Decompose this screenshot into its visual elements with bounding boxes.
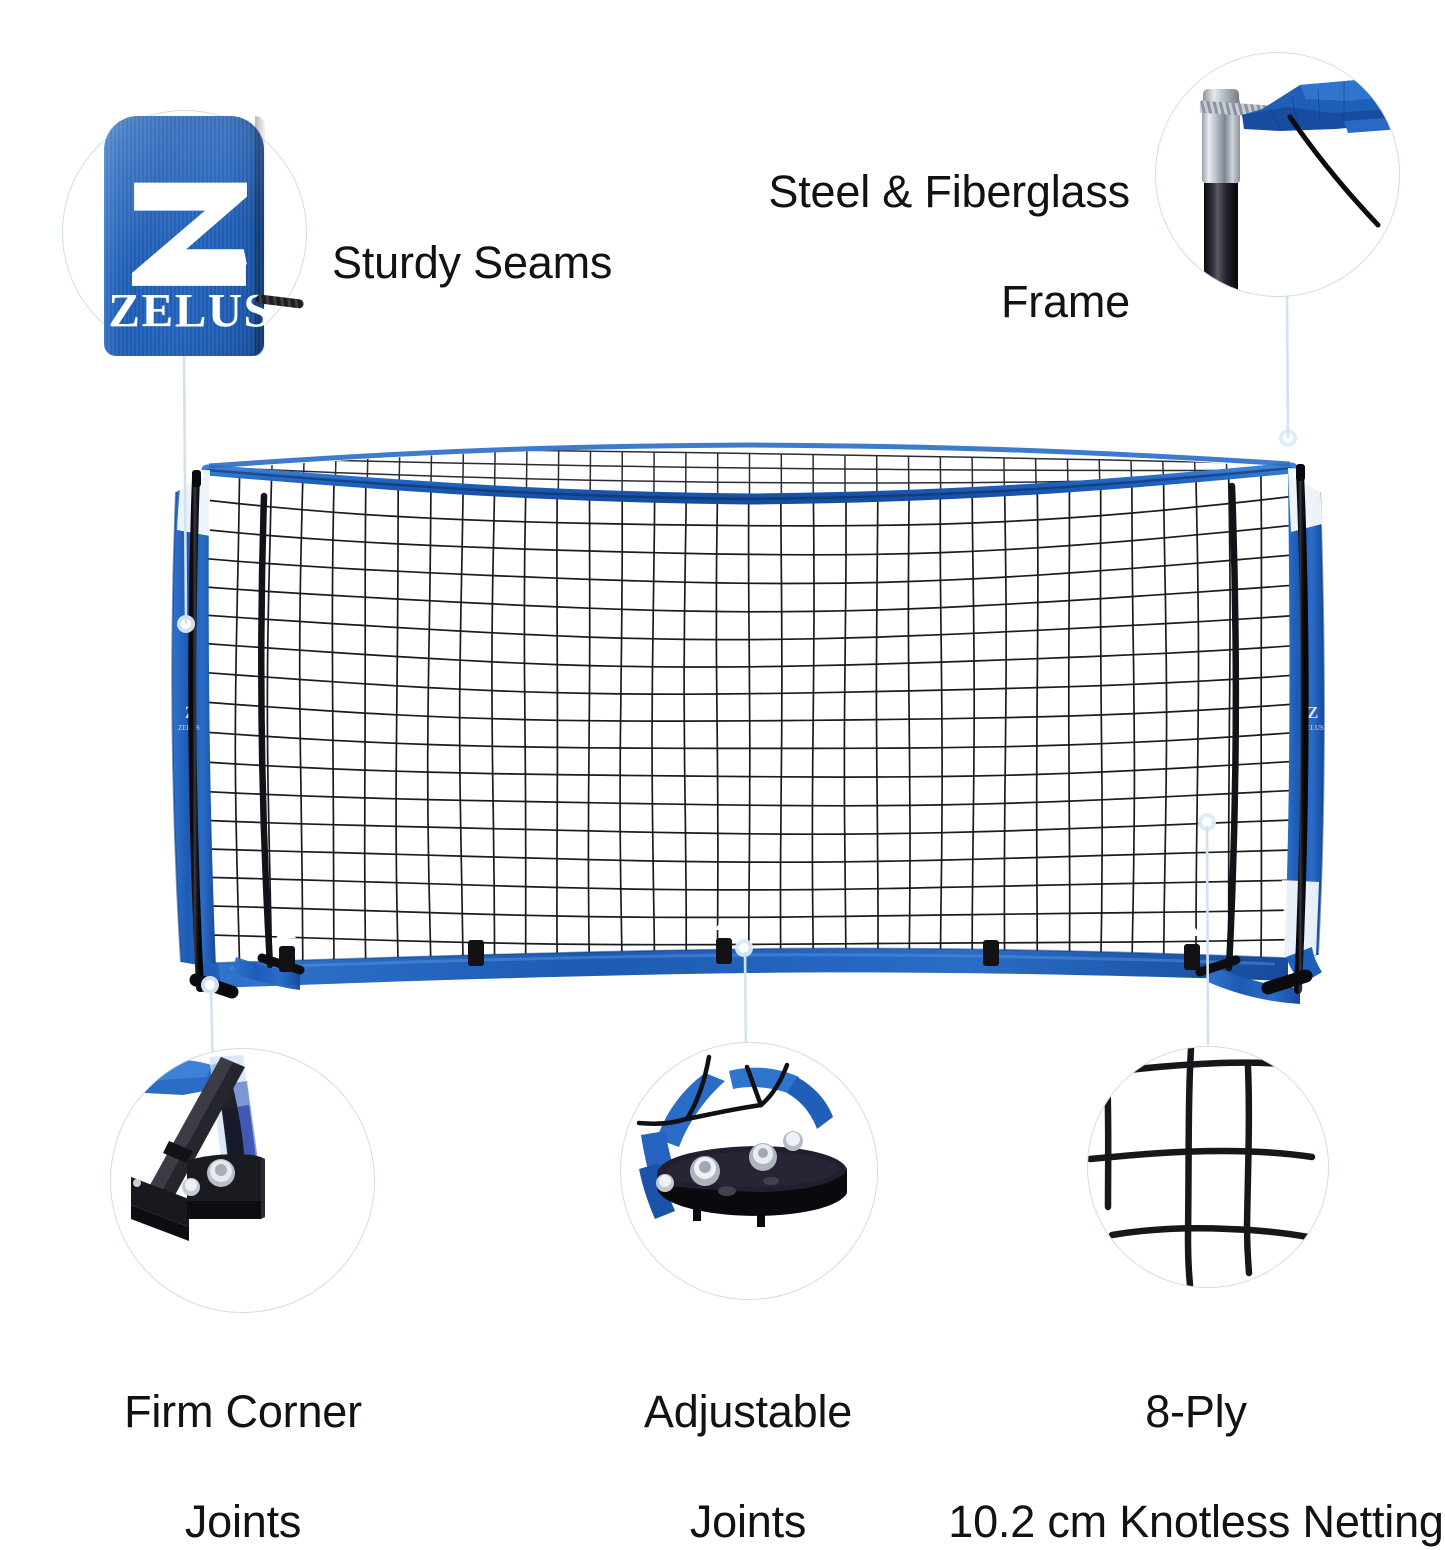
callout-label-firm-corner-joints: Firm Corner Joints	[70, 1330, 416, 1550]
netting-closeup	[1088, 1047, 1316, 1287]
blue-fabric-sleeve	[1242, 79, 1399, 133]
callout-line-2: Joints	[689, 1495, 807, 1547]
detail-circle-steel-fiberglass	[1155, 52, 1400, 297]
adjustable-joint-illustration	[621, 1043, 877, 1299]
callout-line-2: Joints	[184, 1495, 302, 1547]
detail-circle-knotless-netting	[1087, 1046, 1329, 1288]
pole-detail-illustration	[1156, 53, 1399, 296]
callout-line-1: 8-Ply	[1145, 1385, 1247, 1437]
fiberglass-pole	[1204, 175, 1238, 296]
callout-line-2: Frame	[1000, 275, 1130, 327]
callout-line-2: 10.2 cm Knotless Netting	[948, 1495, 1444, 1547]
detail-circle-firm-corner-joints	[110, 1048, 375, 1313]
callout-line-1: Steel & Fiberglass	[768, 165, 1130, 217]
callout-label-steel-fiberglass: Steel & Fiberglass Frame	[740, 110, 1130, 330]
corner-joint-illustration	[111, 1049, 374, 1312]
callout-line-1: Firm Corner	[124, 1385, 362, 1437]
zelus-logo: ZELUS	[108, 182, 271, 338]
callout-label-knotless-netting: 8-Ply 10.2 cm Knotless Netting	[946, 1330, 1445, 1550]
thin-fiberglass-rod	[1287, 114, 1381, 228]
callout-line-1: Adjustable	[643, 1385, 853, 1437]
svg-text:ZELUS: ZELUS	[1302, 724, 1324, 732]
infographic-canvas: Z ZELUS Z ZELUS	[62, 52, 1444, 1547]
bag-seam	[255, 116, 265, 356]
svg-text:Z: Z	[1307, 703, 1318, 722]
callout-label-sturdy-seams: Sturdy Seams	[332, 237, 613, 288]
callout-label-adjustable-joints: Adjustable Joints	[580, 1330, 916, 1550]
svg-text:ZELUS: ZELUS	[108, 286, 271, 338]
detail-circle-adjustable-joints	[620, 1042, 878, 1300]
zelus-bag-illustration: ZELUS	[104, 116, 305, 356]
